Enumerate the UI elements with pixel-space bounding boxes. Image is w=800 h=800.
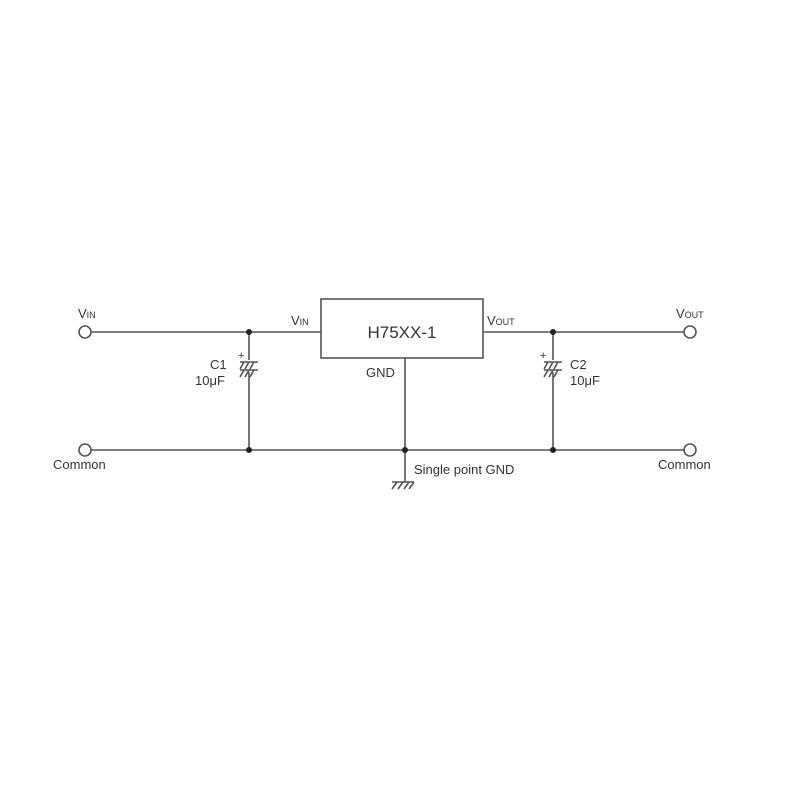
common-right-label: Common <box>658 457 711 472</box>
regulator-vin-pin-label: VIN <box>291 313 309 328</box>
vout-terminal-label: VOUT <box>676 306 704 321</box>
regulator-box <box>320 298 484 359</box>
c2-capacitor-symbol <box>543 361 562 378</box>
regulator-gnd-pin-label: GND <box>366 365 395 380</box>
junction-dot <box>246 447 252 453</box>
junctions <box>246 329 556 453</box>
junction-dot <box>402 447 408 453</box>
regulator-vout-pin-label: VOUT <box>487 313 515 328</box>
c1-capacitor-symbol <box>239 361 258 378</box>
wires <box>91 331 684 482</box>
vin-terminal-label: VIN <box>78 306 96 321</box>
junction-dot <box>550 447 556 453</box>
c1-name: C1 <box>210 357 227 372</box>
c1-value: 10μF <box>195 373 225 388</box>
ground-icon <box>391 481 415 490</box>
vin-terminal <box>78 325 92 339</box>
common-right-terminal <box>683 443 697 457</box>
vout-terminal <box>683 325 697 339</box>
regulator-part-number: H75XX-1 <box>368 323 437 342</box>
c2-name: C2 <box>570 357 587 372</box>
junction-dot <box>550 329 556 335</box>
c2-value: 10μF <box>570 373 600 388</box>
junction-dot <box>246 329 252 335</box>
common-left-terminal <box>78 443 92 457</box>
c1-polarity: + <box>238 350 244 362</box>
single-point-gnd-label: Single point GND <box>414 462 514 477</box>
c2-polarity: + <box>540 350 546 362</box>
common-left-label: Common <box>53 457 106 472</box>
